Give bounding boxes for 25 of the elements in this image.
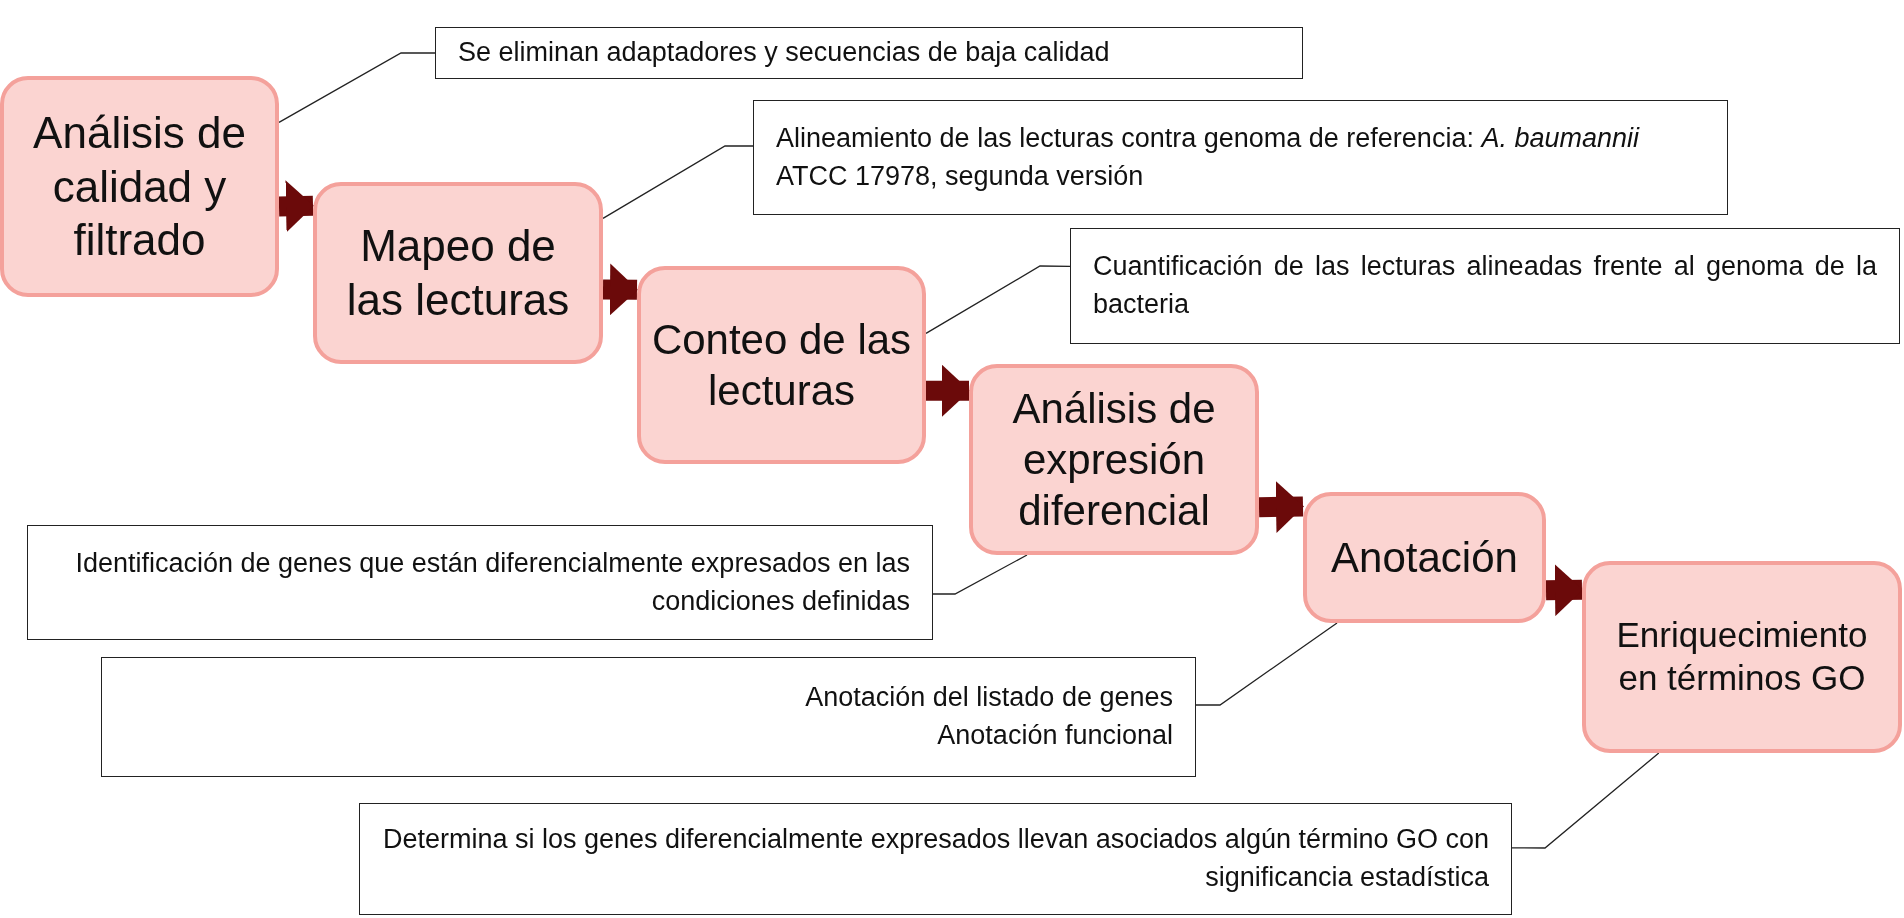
step-label: Análisis de calidad y filtrado: [32, 107, 247, 267]
note-text: Se eliminan adaptadores y secuencias de baja calidad: [458, 36, 1110, 70]
note-box: [1070, 228, 1900, 344]
process-step-box: [969, 364, 1259, 555]
note-box: [27, 525, 933, 640]
process-step-box: [1303, 492, 1546, 623]
process-step-box: [1582, 561, 1902, 753]
note-box: [101, 657, 1196, 777]
process-step-box: [313, 182, 603, 364]
step-label: Enriquecimiento en términos GO: [1615, 614, 1869, 699]
process-step-box: [637, 266, 926, 464]
step-label: Mapeo de las lecturas: [345, 220, 571, 326]
note-box: [435, 27, 1303, 79]
note-text: Cuantificación de las lecturas alineadas frente al genoma de la bacteria: [1093, 250, 1877, 321]
note-text: Anotación funcional: [937, 719, 1173, 752]
note-text: Determina si los genes diferencialmente expresados llevan asociados algún término GO con significancia estadística: [382, 823, 1489, 894]
note-text: Anotación del listado de genes: [805, 681, 1173, 715]
step-label: Análisis de expresión diferencial: [1011, 383, 1217, 537]
process-step-box: [0, 76, 279, 297]
note-text: Alineamiento de las lecturas contra genoma de referencia: A. baumannii ATCC 17978, segunda versión: [776, 121, 1641, 193]
step-label: Anotación: [1331, 532, 1518, 583]
step-label: Conteo de las lecturas: [651, 314, 912, 416]
note-box: [753, 100, 1728, 215]
note-box: [359, 803, 1512, 915]
note-text: Identificación de genes que están diferencialmente expresados en las condiciones definidas: [74, 546, 910, 618]
